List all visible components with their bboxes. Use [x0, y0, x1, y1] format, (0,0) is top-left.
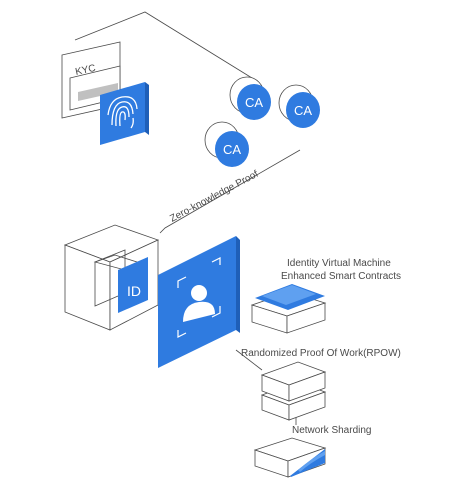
zkp-label: Zero-knowledge Proof	[168, 169, 260, 225]
identity-panel	[158, 236, 240, 368]
ca-coin-label: CA	[223, 142, 241, 157]
user-portrait-icon	[183, 285, 215, 322]
id-label: ID	[127, 283, 141, 299]
kyc-to-ca-line	[74, 11, 253, 79]
ca-coin-label: CA	[245, 95, 263, 110]
ivm-stack	[250, 284, 327, 334]
sharding-label: Network Sharding	[292, 425, 371, 436]
id-face	[118, 257, 148, 313]
ca-coin-cluster: CA CA CA	[204, 76, 320, 167]
rpow-stack	[260, 361, 327, 421]
ca-coin: CA	[278, 84, 320, 128]
ca-to-zkp-line	[159, 149, 301, 234]
kyc-card: KYC	[61, 41, 149, 145]
ca-coin-label: CA	[294, 103, 312, 118]
id-to-rpow-line	[235, 349, 263, 371]
sharding-box	[253, 437, 327, 478]
kyc-label: KYC	[74, 63, 96, 78]
id-cube: ID	[63, 224, 160, 331]
fingerprint-icon	[107, 96, 138, 129]
rpow-label: Randomized Proof Of Work(RPOW)	[241, 348, 401, 359]
ca-coin: CA	[204, 121, 249, 167]
fingerprint-tile	[100, 82, 149, 145]
ca-coin: CA	[229, 76, 271, 120]
ivm-label-line1: Identity Virtual Machine	[287, 258, 391, 269]
ivm-label-line2: Enhanced Smart Contracts	[281, 271, 401, 282]
